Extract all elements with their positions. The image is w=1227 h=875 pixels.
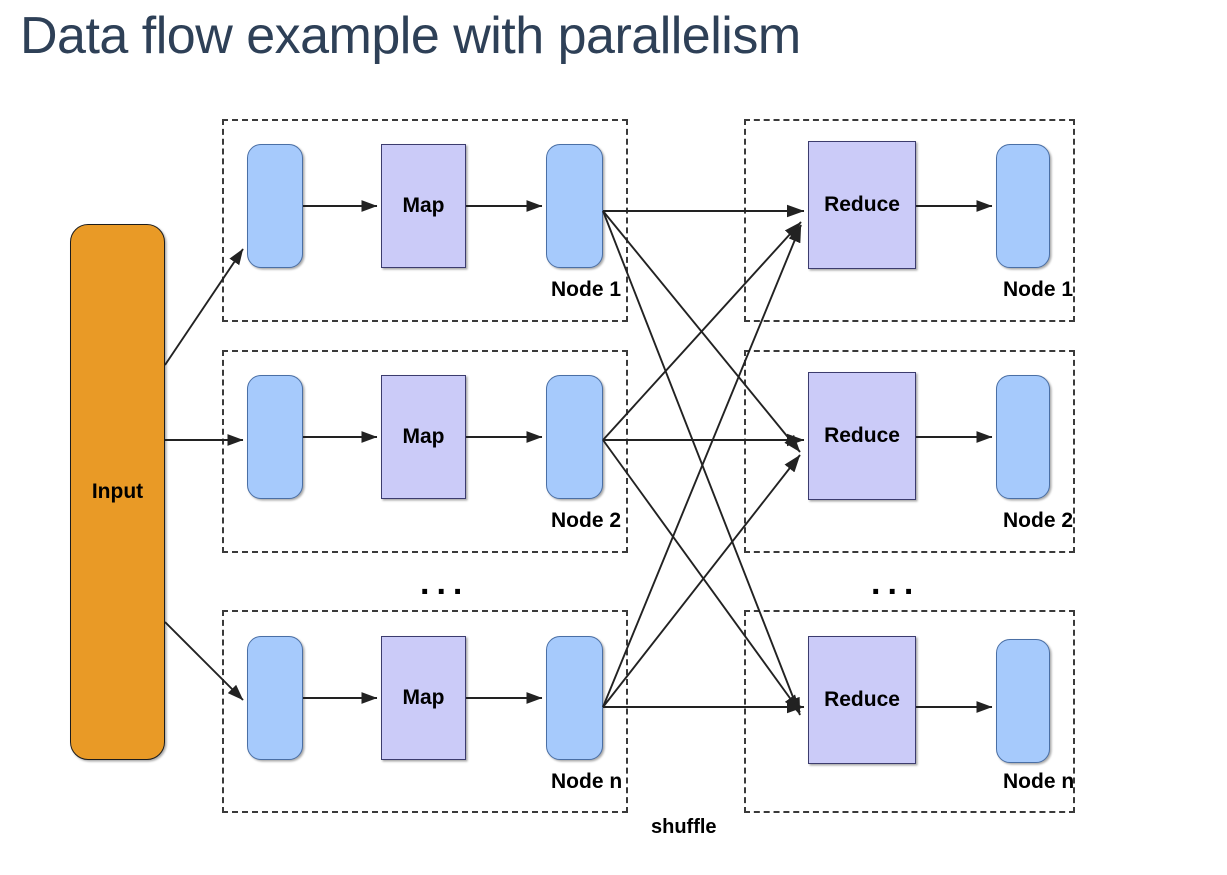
map-block-2[interactable]: Map (381, 375, 466, 499)
shuffle-label: shuffle (651, 816, 717, 838)
map-output-1[interactable] (546, 144, 603, 268)
reduce-output-1[interactable] (996, 144, 1050, 268)
reduce-block-2[interactable]: Reduce (808, 372, 916, 500)
map-input-split-1[interactable] (247, 144, 303, 268)
reduce-output-3[interactable] (996, 639, 1050, 763)
reduce-block-3[interactable]: Reduce (808, 636, 916, 764)
reduce-label-3: Reduce (824, 688, 900, 711)
map-input-split-3[interactable] (247, 636, 303, 760)
map-node-label-3: Node n (551, 770, 623, 793)
map-label-2: Map (402, 425, 445, 448)
input-block[interactable]: Input (70, 224, 165, 760)
reduce-label-1: Reduce (824, 193, 900, 216)
reduce-label-2: Reduce (824, 424, 900, 447)
map-label-1: Map (402, 194, 445, 217)
map-block-3[interactable]: Map (381, 636, 466, 760)
map-input-split-2[interactable] (247, 375, 303, 499)
reduce-output-2[interactable] (996, 375, 1050, 499)
map-column-ellipsis: ... (420, 564, 470, 602)
map-label-3: Map (402, 686, 445, 709)
reduce-node-label-1: Node 1 (1003, 278, 1074, 301)
reduce-block-1[interactable]: Reduce (808, 141, 916, 269)
map-output-3[interactable] (546, 636, 603, 760)
reduce-node-label-3: Node n (1003, 770, 1075, 793)
reduce-column-ellipsis: ... (871, 564, 921, 602)
page-title: Data flow example with parallelism (20, 7, 801, 65)
reduce-node-label-2: Node 2 (1003, 509, 1074, 532)
map-block-1[interactable]: Map (381, 144, 466, 268)
input-label: Input (91, 480, 144, 503)
map-node-label-2: Node 2 (551, 509, 622, 532)
map-output-2[interactable] (546, 375, 603, 499)
map-node-label-1: Node 1 (551, 278, 622, 301)
